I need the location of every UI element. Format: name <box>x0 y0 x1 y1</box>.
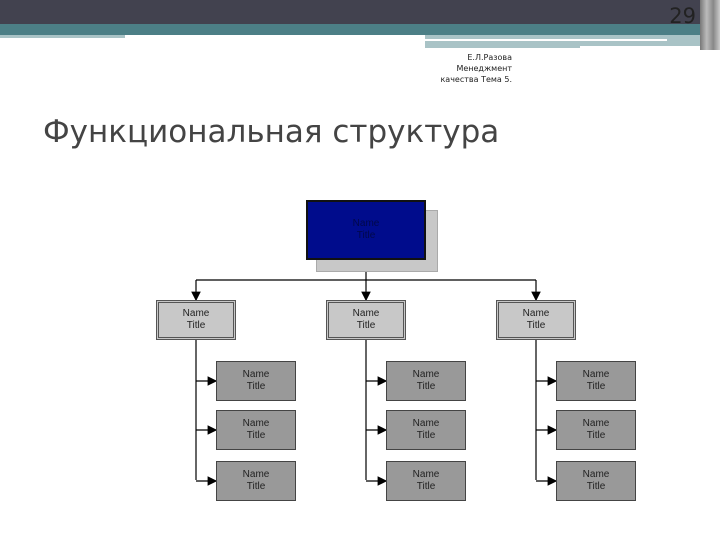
author-note: Е.Л.Разова Менеджмент качества Тема 5. <box>400 52 512 85</box>
box-title: Title <box>416 381 436 392</box>
author-line: Е.Л.Разова <box>467 53 512 62</box>
box-name: Name <box>242 469 270 480</box>
box-name: Name <box>242 418 270 429</box>
box-name: Name <box>242 369 270 380</box>
box-title: Title <box>586 381 606 392</box>
box-title: Title <box>246 430 266 441</box>
box-name: Name <box>582 369 610 380</box>
header-line <box>425 39 667 41</box>
box-name: Name <box>412 418 440 429</box>
box-title: Title <box>586 481 606 492</box>
box-title: Title <box>356 320 376 331</box>
box-title: Title <box>356 230 376 241</box>
header-stripe-light <box>425 35 700 48</box>
box-name: Name <box>412 469 440 480</box>
header-stripe-light <box>0 35 125 38</box>
author-line: Менеджмент <box>456 64 512 73</box>
box-name: Name <box>582 418 610 429</box>
box-title: Title <box>246 381 266 392</box>
box-name: Name <box>352 308 380 319</box>
author-line: качества Тема 5. <box>440 75 512 84</box>
box-title: Title <box>416 430 436 441</box>
box-name: Name <box>522 308 550 319</box>
box-name: Name <box>412 369 440 380</box>
slide-title: Функциональная структура <box>43 114 500 150</box>
org-box-top: Name Title <box>306 200 426 260</box>
box-title: Title <box>526 320 546 331</box>
header-bar <box>0 0 720 24</box>
box-title: Title <box>246 481 266 492</box>
box-title: Title <box>586 430 606 441</box>
box-name: Name <box>352 218 380 229</box>
header-edge <box>700 0 720 50</box>
slide-number: 29 <box>669 4 696 28</box>
box-title: Title <box>186 320 206 331</box>
box-name: Name <box>182 308 210 319</box>
box-name: Name <box>582 469 610 480</box>
header-line <box>580 46 700 49</box>
box-title: Title <box>416 481 436 492</box>
header-stripe <box>0 24 700 35</box>
